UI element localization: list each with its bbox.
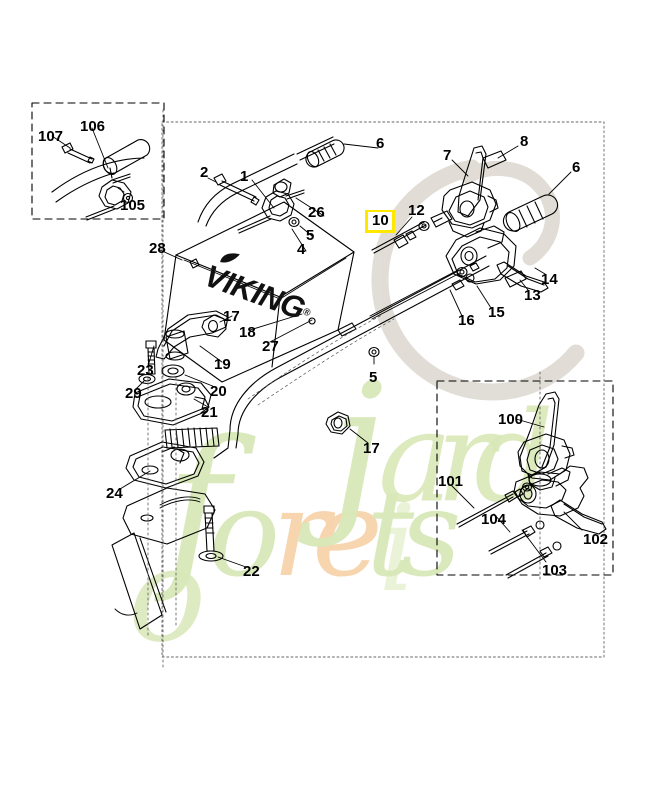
callout-29: 29: [125, 385, 142, 402]
highlighted-callout-10[interactable]: 10: [365, 210, 395, 233]
callout-24: 24: [106, 485, 123, 502]
viking-brand-logo: VIKING®: [200, 253, 316, 330]
callout-27: 27: [262, 338, 279, 355]
callout-103: 103: [542, 562, 568, 579]
callout-104: 104: [481, 511, 507, 528]
svg-text:a: a: [378, 385, 453, 530]
inset-top-left-frame: [31, 102, 165, 220]
svg-text:t: t: [366, 465, 415, 604]
leader-lines: [51, 127, 583, 568]
callout-107: 107: [38, 128, 64, 145]
svg-text:e: e: [312, 465, 383, 604]
svg-text:i: i: [378, 480, 416, 619]
callout-101: 101: [438, 473, 464, 490]
gray-circle-watermark: [371, 159, 585, 401]
script-watermark: f o r e t s j a r d i o: [128, 347, 554, 671]
svg-text:s: s: [400, 465, 462, 604]
callout-19: 19: [214, 356, 231, 373]
callout-5-mid: 5: [369, 369, 378, 386]
callout-17-left: 17: [223, 308, 240, 325]
callout-22: 22: [243, 563, 260, 580]
callout-102: 102: [583, 531, 609, 548]
callout-8: 8: [520, 133, 529, 150]
callout-17-mid: 17: [363, 440, 380, 457]
callout-21: 21: [201, 404, 218, 421]
viking-leaf-icon: [220, 253, 240, 263]
callout-7: 7: [443, 147, 452, 164]
callout-16: 16: [458, 312, 475, 329]
callout-2: 2: [200, 164, 209, 181]
callout-15: 15: [488, 304, 505, 321]
callout-12: 12: [408, 202, 425, 219]
svg-text:d: d: [474, 385, 554, 530]
callout-106: 106: [80, 118, 106, 135]
callout-20: 20: [210, 383, 227, 400]
inset-bottom-right-frame: [436, 380, 614, 576]
callout-6-right: 6: [572, 159, 581, 176]
callout-28: 28: [149, 240, 166, 257]
callout-13: 13: [524, 287, 541, 304]
callout-26: 26: [308, 204, 325, 221]
callout-23: 23: [137, 362, 154, 379]
callout-4: 4: [297, 241, 306, 258]
callout-14: 14: [541, 271, 558, 288]
callout-6-upper: 6: [376, 135, 385, 152]
callout-105: 105: [120, 197, 146, 214]
callout-18: 18: [239, 324, 256, 341]
svg-text:o: o: [208, 465, 280, 604]
callout-100: 100: [498, 411, 524, 428]
callout-1: 1: [240, 168, 249, 185]
highlight-label: 10: [368, 212, 392, 230]
svg-text:r: r: [272, 465, 336, 604]
main-group-dotted-frame: [161, 121, 605, 658]
callout-5: 5: [306, 227, 315, 244]
